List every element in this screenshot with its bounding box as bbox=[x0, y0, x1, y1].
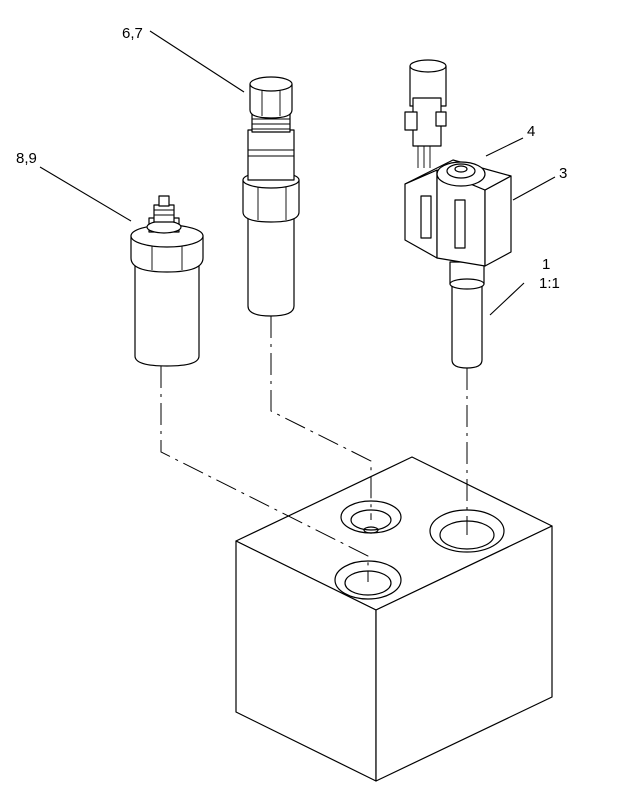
sensor-item-8-9 bbox=[130, 195, 204, 367]
solenoid-coil-item-3 bbox=[404, 159, 512, 267]
callout-8-9: 8,9 bbox=[16, 150, 37, 167]
callout-6-7: 6,7 bbox=[122, 25, 143, 42]
electrical-connector bbox=[404, 59, 447, 168]
assembly-centerlines bbox=[160, 316, 468, 582]
manifold-port-front bbox=[334, 560, 402, 600]
leader-lines bbox=[39, 30, 556, 316]
cartridge-item-1 bbox=[449, 261, 485, 369]
callout-4: 4 bbox=[527, 123, 535, 140]
callout-3: 3 bbox=[559, 165, 567, 182]
callout-1: 1 bbox=[542, 256, 550, 273]
callout-1-scale: 1:1 bbox=[539, 275, 560, 292]
valve-item-6-7 bbox=[242, 76, 300, 317]
manifold-block bbox=[235, 456, 553, 782]
